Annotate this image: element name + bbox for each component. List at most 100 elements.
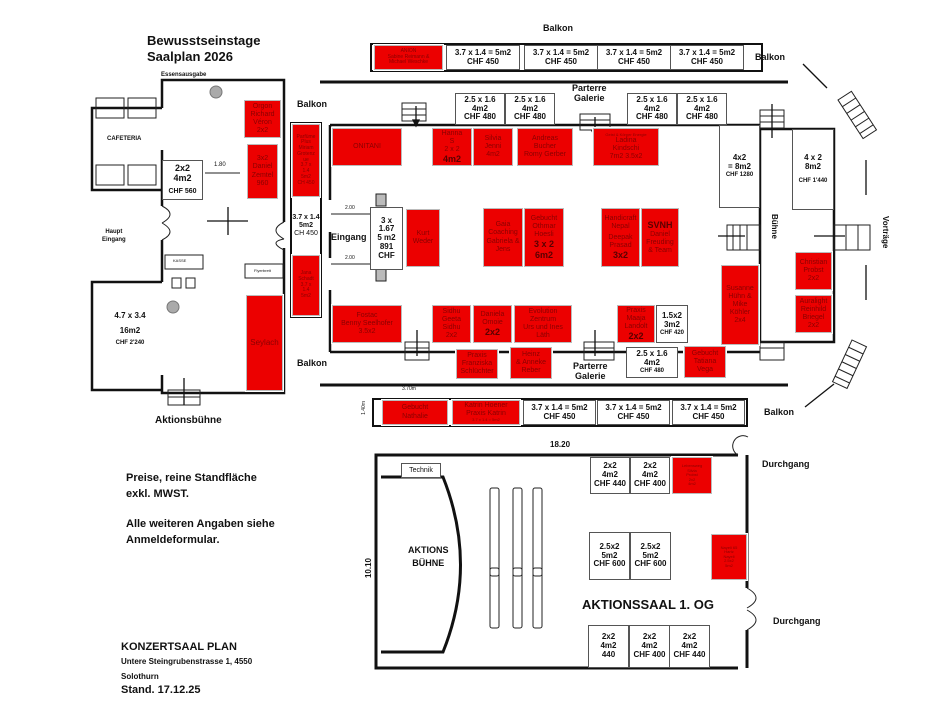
footer-title: KONZERTSAAL PLAN: [121, 641, 237, 653]
stand-text: CHF 1'440: [798, 178, 828, 184]
stand-text: Orgon: [252, 102, 273, 110]
stand-text: Jana: [300, 270, 312, 277]
stand-size: 4m2: [601, 470, 618, 480]
stand-text: 1.4: [302, 168, 310, 175]
stand-text: Praxis: [626, 306, 646, 314]
stand-text: 2x4: [734, 317, 746, 325]
stand-text: Reber: [521, 367, 541, 375]
stand-text: 3.5x2: [358, 328, 376, 336]
vortraege-label: Vorträge: [881, 216, 890, 249]
stand-text: 5m2: [298, 222, 313, 230]
stand-text: Hanna: [441, 129, 463, 137]
og-stage-curve: [381, 475, 462, 654]
stand-price: CHF 480: [685, 112, 718, 122]
stand-text: CHF 480: [639, 368, 664, 374]
stand-text: ANION: [400, 47, 417, 54]
dim-2-00-bottom: 2.00: [345, 255, 355, 261]
stand-cafe-2x2[interactable]: 2x2 4m2 CHF 560: [162, 160, 203, 200]
stand-text: 960: [256, 179, 269, 187]
stand-size: 3.7 x 1.4 = 5m2: [532, 47, 590, 57]
stand-text: Grotenz: [297, 150, 315, 157]
stand-text: 4m2: [643, 358, 660, 368]
stand-price: CHF 600: [634, 559, 667, 569]
og-width-dim: 18.20: [550, 440, 571, 449]
stand-text: 5 m2: [377, 233, 396, 243]
stand-size: 3.7 x 1.4 = 5m2: [605, 47, 663, 57]
stand-price: CHF 480: [463, 112, 496, 122]
stand-seylach[interactable]: Seylach: [245, 294, 284, 392]
stand-text: Köhler: [729, 309, 751, 317]
dim-2-00-top: 2.00: [345, 205, 355, 211]
stand-size: 4m2: [521, 103, 538, 113]
stand-text: 3.7 x 1.4: [292, 214, 320, 222]
stand-text: Praxis Katrin: [466, 410, 506, 418]
stand-text: S: [449, 137, 455, 145]
stand-text: Jens: [495, 245, 511, 253]
stand-text: 2x2: [807, 275, 820, 283]
stand-text: & Anneke: [516, 358, 546, 366]
stand-onitani[interactable]: ONITANI: [331, 127, 403, 167]
stand-text: Benny Seelhofer: [341, 319, 393, 327]
stand-text: Lebensweg: [681, 463, 703, 469]
stand-text: Nayeli: [723, 553, 735, 559]
og-room-wall: [374, 453, 738, 670]
title-line-2: Saalplan 2026: [147, 49, 233, 64]
stand-text: 2.5 x 1.6: [636, 349, 668, 359]
